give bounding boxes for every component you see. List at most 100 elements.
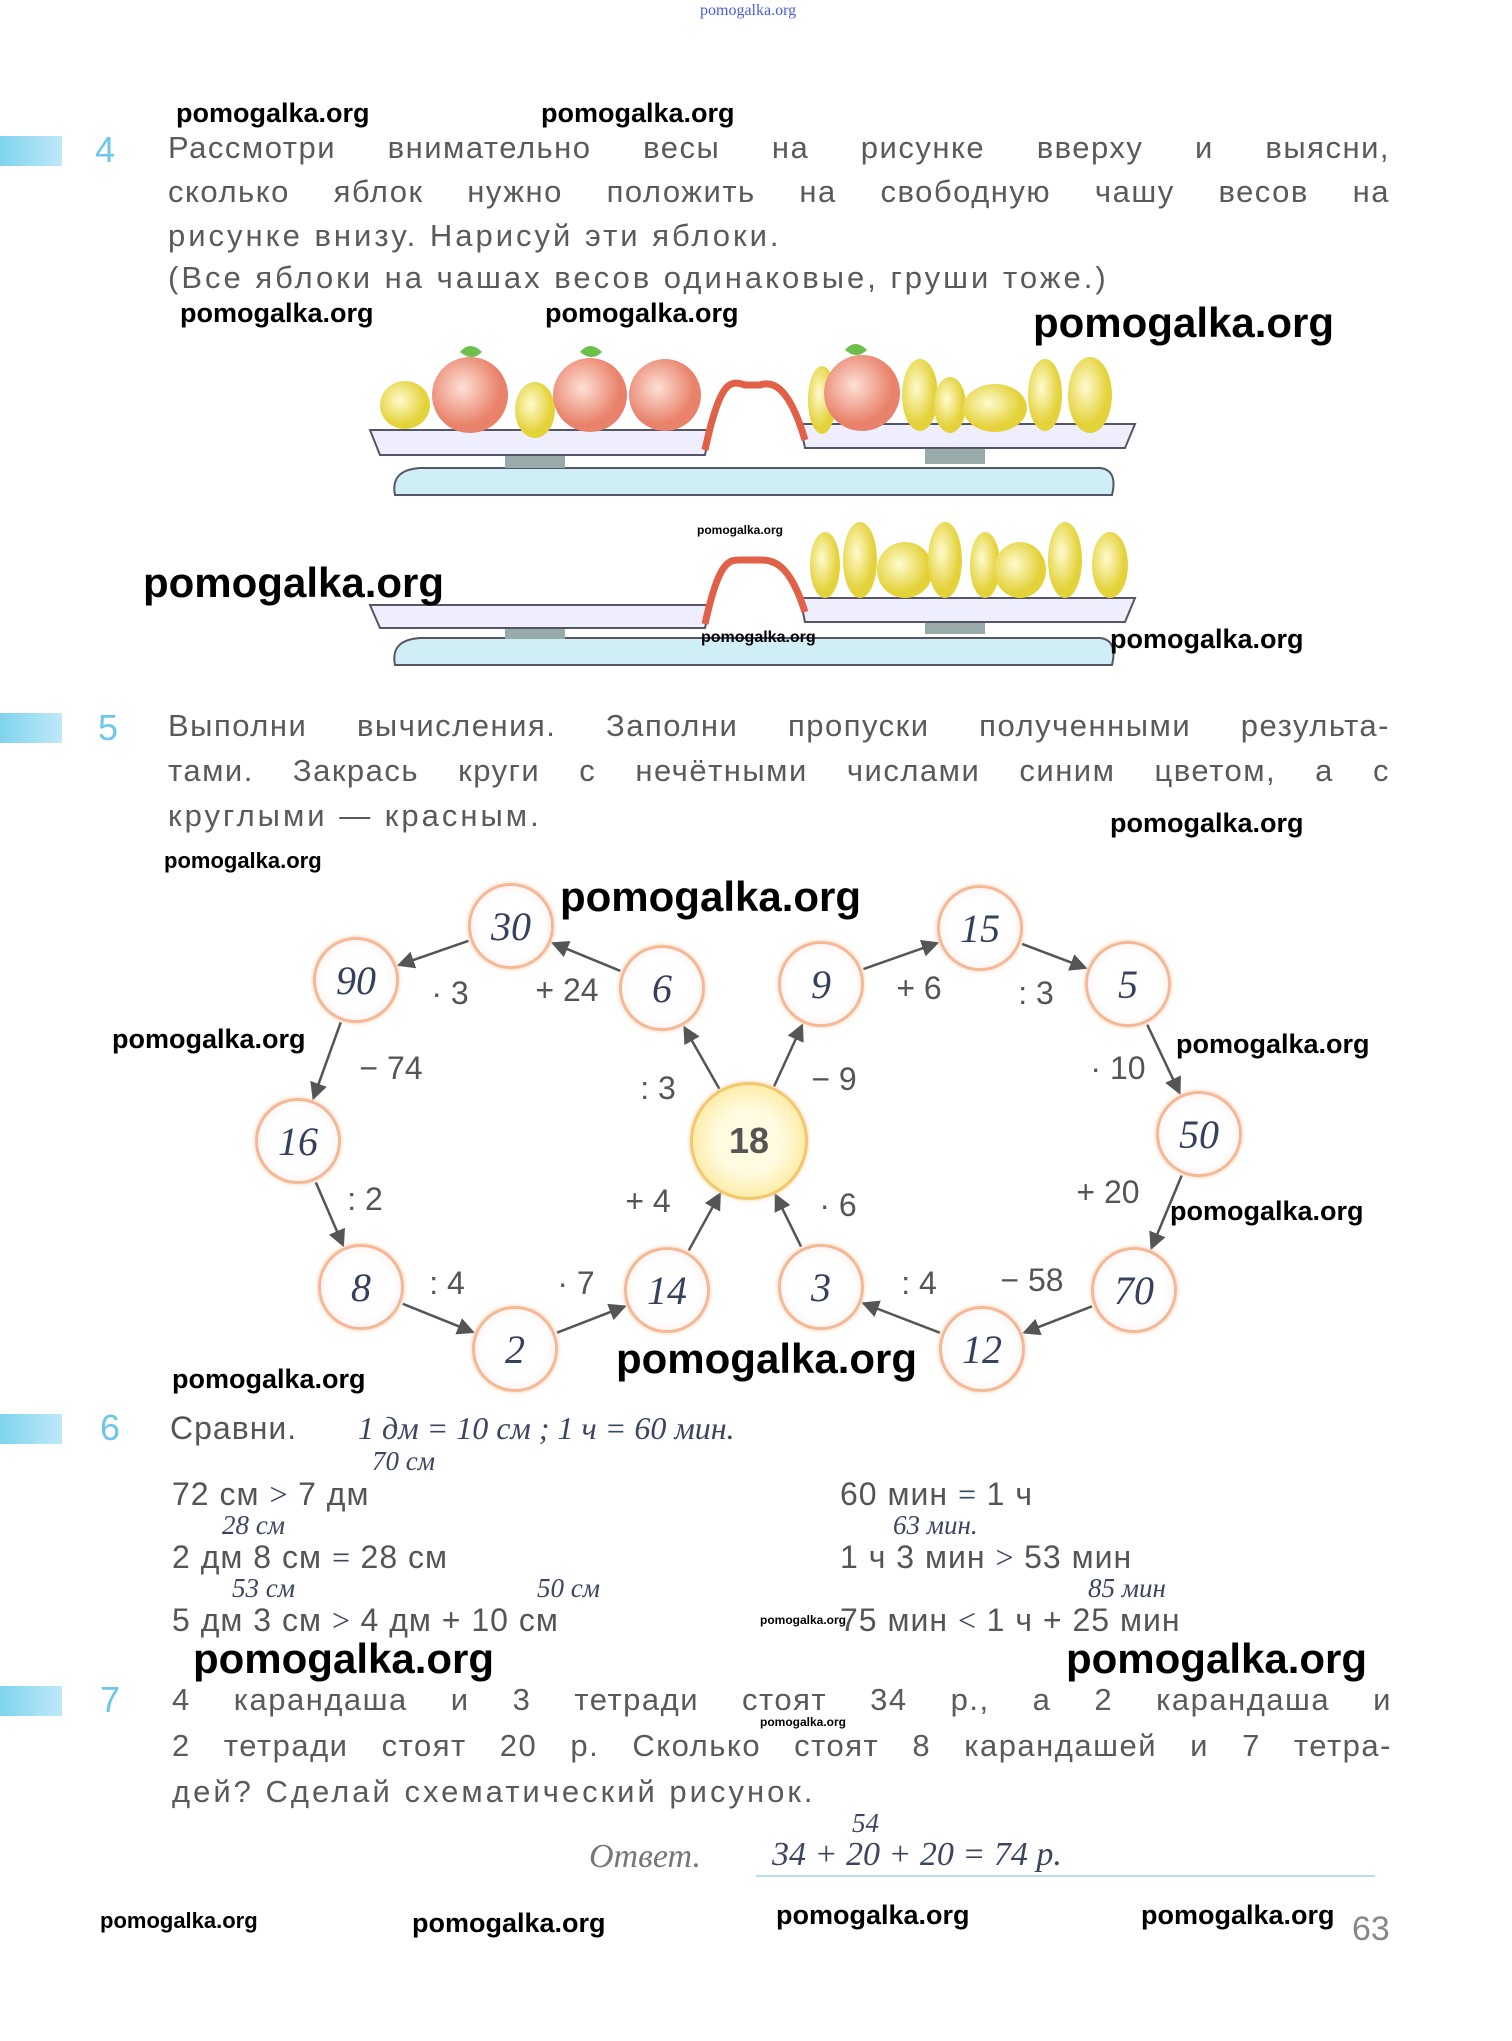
arrow [396,939,469,969]
top-watermark: pomogalka.org [700,2,797,19]
task-marker [0,1686,62,1716]
operation-label: − 9 [811,1061,857,1097]
handwritten-note: 28 см [222,1510,285,1540]
left-operand: 1 ч 3 мин [840,1539,986,1575]
right-operand: 53 мин [1024,1539,1133,1575]
task-number: 5 [98,707,119,748]
task-text: рисунке внизу. Нарисуй эти яблоки. [168,218,782,253]
pear [1028,357,1112,433]
number-circle[interactable]: 15 [937,885,1023,971]
number-circle[interactable]: 9 [778,941,864,1027]
arrow [314,1181,345,1248]
pear [963,384,1027,432]
task-marker [0,713,62,743]
comparison-sign[interactable]: = [956,1476,979,1512]
left-operand: 72 см [172,1476,260,1512]
diagram-arrows [310,939,1183,1336]
apple [629,359,701,431]
right-operand: 1 ч + 25 мин [986,1602,1181,1638]
watermark: pomogalka.org [176,98,370,128]
number-circle[interactable]: 50 [1156,1091,1242,1177]
number-circle[interactable]: 70 [1091,1247,1177,1333]
right-operand: 28 см [360,1539,449,1575]
arrow [1022,1305,1093,1336]
number-circle[interactable]: 6 [619,945,705,1031]
comparison-sign[interactable]: = [329,1539,353,1575]
arrow [774,1193,803,1248]
operation-label: + 20 [1076,1174,1140,1210]
number-circle[interactable]: 2 [472,1306,558,1392]
number-circle[interactable]: 30 [468,883,554,969]
task-text: Выполни вычисления. Заполни пропуски пол… [168,710,1390,743]
task-text: сколько яблок нужно положить на свободну… [168,176,1390,209]
top-scale [368,344,1137,496]
answer-input[interactable]: 34 + 20 + 20 = 74 р. [772,1836,1062,1873]
operation-label: + 4 [625,1183,671,1219]
comparison-sign[interactable]: > [993,1539,1017,1575]
watermark: pomogalka.org [1170,1196,1364,1226]
number-circle[interactable]: 14 [624,1247,710,1333]
watermark: pomogalka.org [760,1613,847,1627]
pear [902,359,966,433]
right-operand: 4 дм + 10 см [360,1602,559,1638]
task-number: 4 [95,129,116,170]
watermark: pomogalka.org [616,1335,918,1382]
left-operand: 75 мин [840,1602,949,1638]
pear [380,381,430,429]
arrow [687,1192,722,1252]
task-marker [0,1414,62,1444]
watermark: pomogalka.org [1066,1635,1368,1682]
operation-label: : 3 [640,1070,676,1106]
arrow [1021,942,1088,971]
compare-row: 2 дм 8 см=28 см [172,1541,448,1573]
number-circle[interactable]: 12 [939,1306,1025,1392]
arrow [1146,1024,1181,1095]
task-text: круглыми — красным. [168,798,542,833]
arrow [863,939,940,971]
comparison-sign[interactable]: < [956,1602,979,1638]
task-text: дей? Сделай схематический рисунок. [172,1774,816,1809]
watermark: pomogalka.org [112,1024,306,1054]
compare-row: 5 дм 3 см>4 дм + 10 см [172,1604,559,1636]
number-circle[interactable]: 5 [1085,941,1171,1027]
compare-row: 75 мин<1 ч + 25 мин [840,1604,1180,1636]
arrow [861,1300,941,1334]
watermark: pomogalka.org [100,1908,258,1933]
operation-label: : 3 [1018,975,1054,1011]
number-circle[interactable]: 3 [778,1244,864,1330]
watermark: pomogalka.org [412,1908,606,1938]
operation-label: : 4 [429,1265,465,1301]
start-circle[interactable]: 18 [690,1082,808,1200]
right-operand: 7 дм [298,1476,370,1512]
comparison-sign[interactable]: > [329,1602,353,1638]
apple [824,344,900,431]
page-number: 63 [1352,1910,1390,1948]
task-marker [0,136,62,166]
handwritten-note: 50 см [537,1573,600,1603]
operation-label: · 10 [1090,1050,1146,1086]
watermark: pomogalka.org [1033,299,1335,346]
comparison-sign[interactable]: > [267,1476,291,1512]
handwritten-note: 85 мин [1088,1573,1166,1603]
operation-label: · 7 [557,1265,595,1301]
watermark: pomogalka.org [776,1900,970,1930]
right-operand: 1 ч [986,1476,1033,1512]
task-title: Сравни. [170,1410,298,1446]
compare-row: 72 см>7 дм [172,1478,369,1510]
watermark: pomogalka.org [545,298,739,328]
number-circle[interactable]: 8 [318,1244,404,1330]
number-circle[interactable]: 90 [313,937,399,1023]
watermark: pomogalka.org [1110,808,1304,838]
arrow [551,940,621,973]
arrow [1149,1175,1183,1251]
task-text: 2 тетради стоят 20 р. Сколько стоят 8 ка… [172,1730,1392,1763]
answer-label: Ответ. [589,1838,701,1875]
task-number: 6 [100,1407,121,1448]
watermark: pomogalka.org [143,559,445,606]
compare-row: 60 мин=1 ч [840,1478,1033,1510]
arrow [310,1021,342,1101]
number-circle[interactable]: 16 [255,1098,341,1184]
task-text: (Все яблоки на чашах весов одинаковые, г… [168,260,1109,295]
